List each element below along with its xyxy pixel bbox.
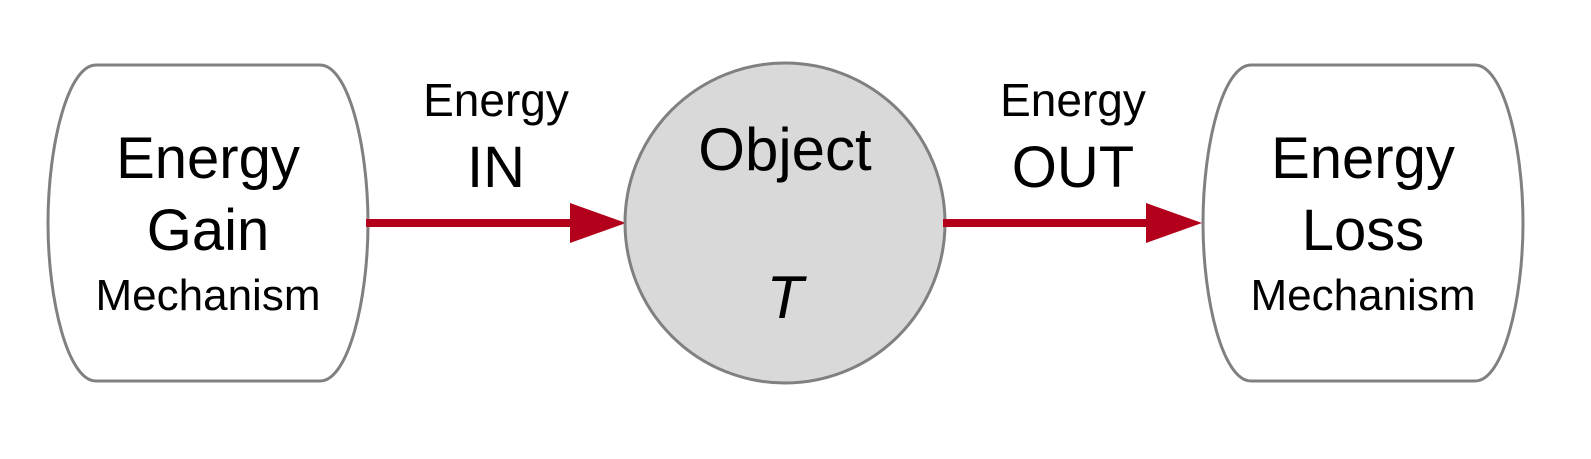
energy-in-arrow: Energy IN: [366, 74, 626, 243]
object-temperature-symbol: T: [767, 264, 808, 331]
loss-box-line3: Mechanism: [1251, 271, 1476, 320]
energy-out-arrow: Energy OUT: [943, 74, 1202, 243]
energy-in-arrow-head: [570, 203, 626, 243]
energy-out-label-line2: OUT: [1012, 135, 1134, 200]
object-circle: [623, 61, 947, 385]
energy-out-label-line1: Energy: [1000, 74, 1146, 126]
energy-out-arrow-head: [1146, 203, 1202, 243]
energy-loss-mechanism-node: Energy Loss Mechanism: [1201, 63, 1525, 383]
gain-box-line1: Energy: [116, 126, 300, 191]
loss-box-line1: Energy: [1271, 126, 1455, 191]
object-title: Object: [698, 116, 872, 183]
energy-in-label-line2: IN: [467, 135, 525, 200]
loss-box-line2: Loss: [1302, 198, 1425, 263]
object-node: Object T: [623, 61, 947, 385]
gain-box-line2: Gain: [147, 198, 270, 263]
gain-box-line3: Mechanism: [96, 271, 321, 320]
gain-box-shape: [46, 63, 370, 383]
energy-gain-mechanism-node: Energy Gain Mechanism: [46, 63, 370, 383]
loss-box-shape: [1201, 63, 1525, 383]
energy-in-label-line1: Energy: [423, 74, 569, 126]
